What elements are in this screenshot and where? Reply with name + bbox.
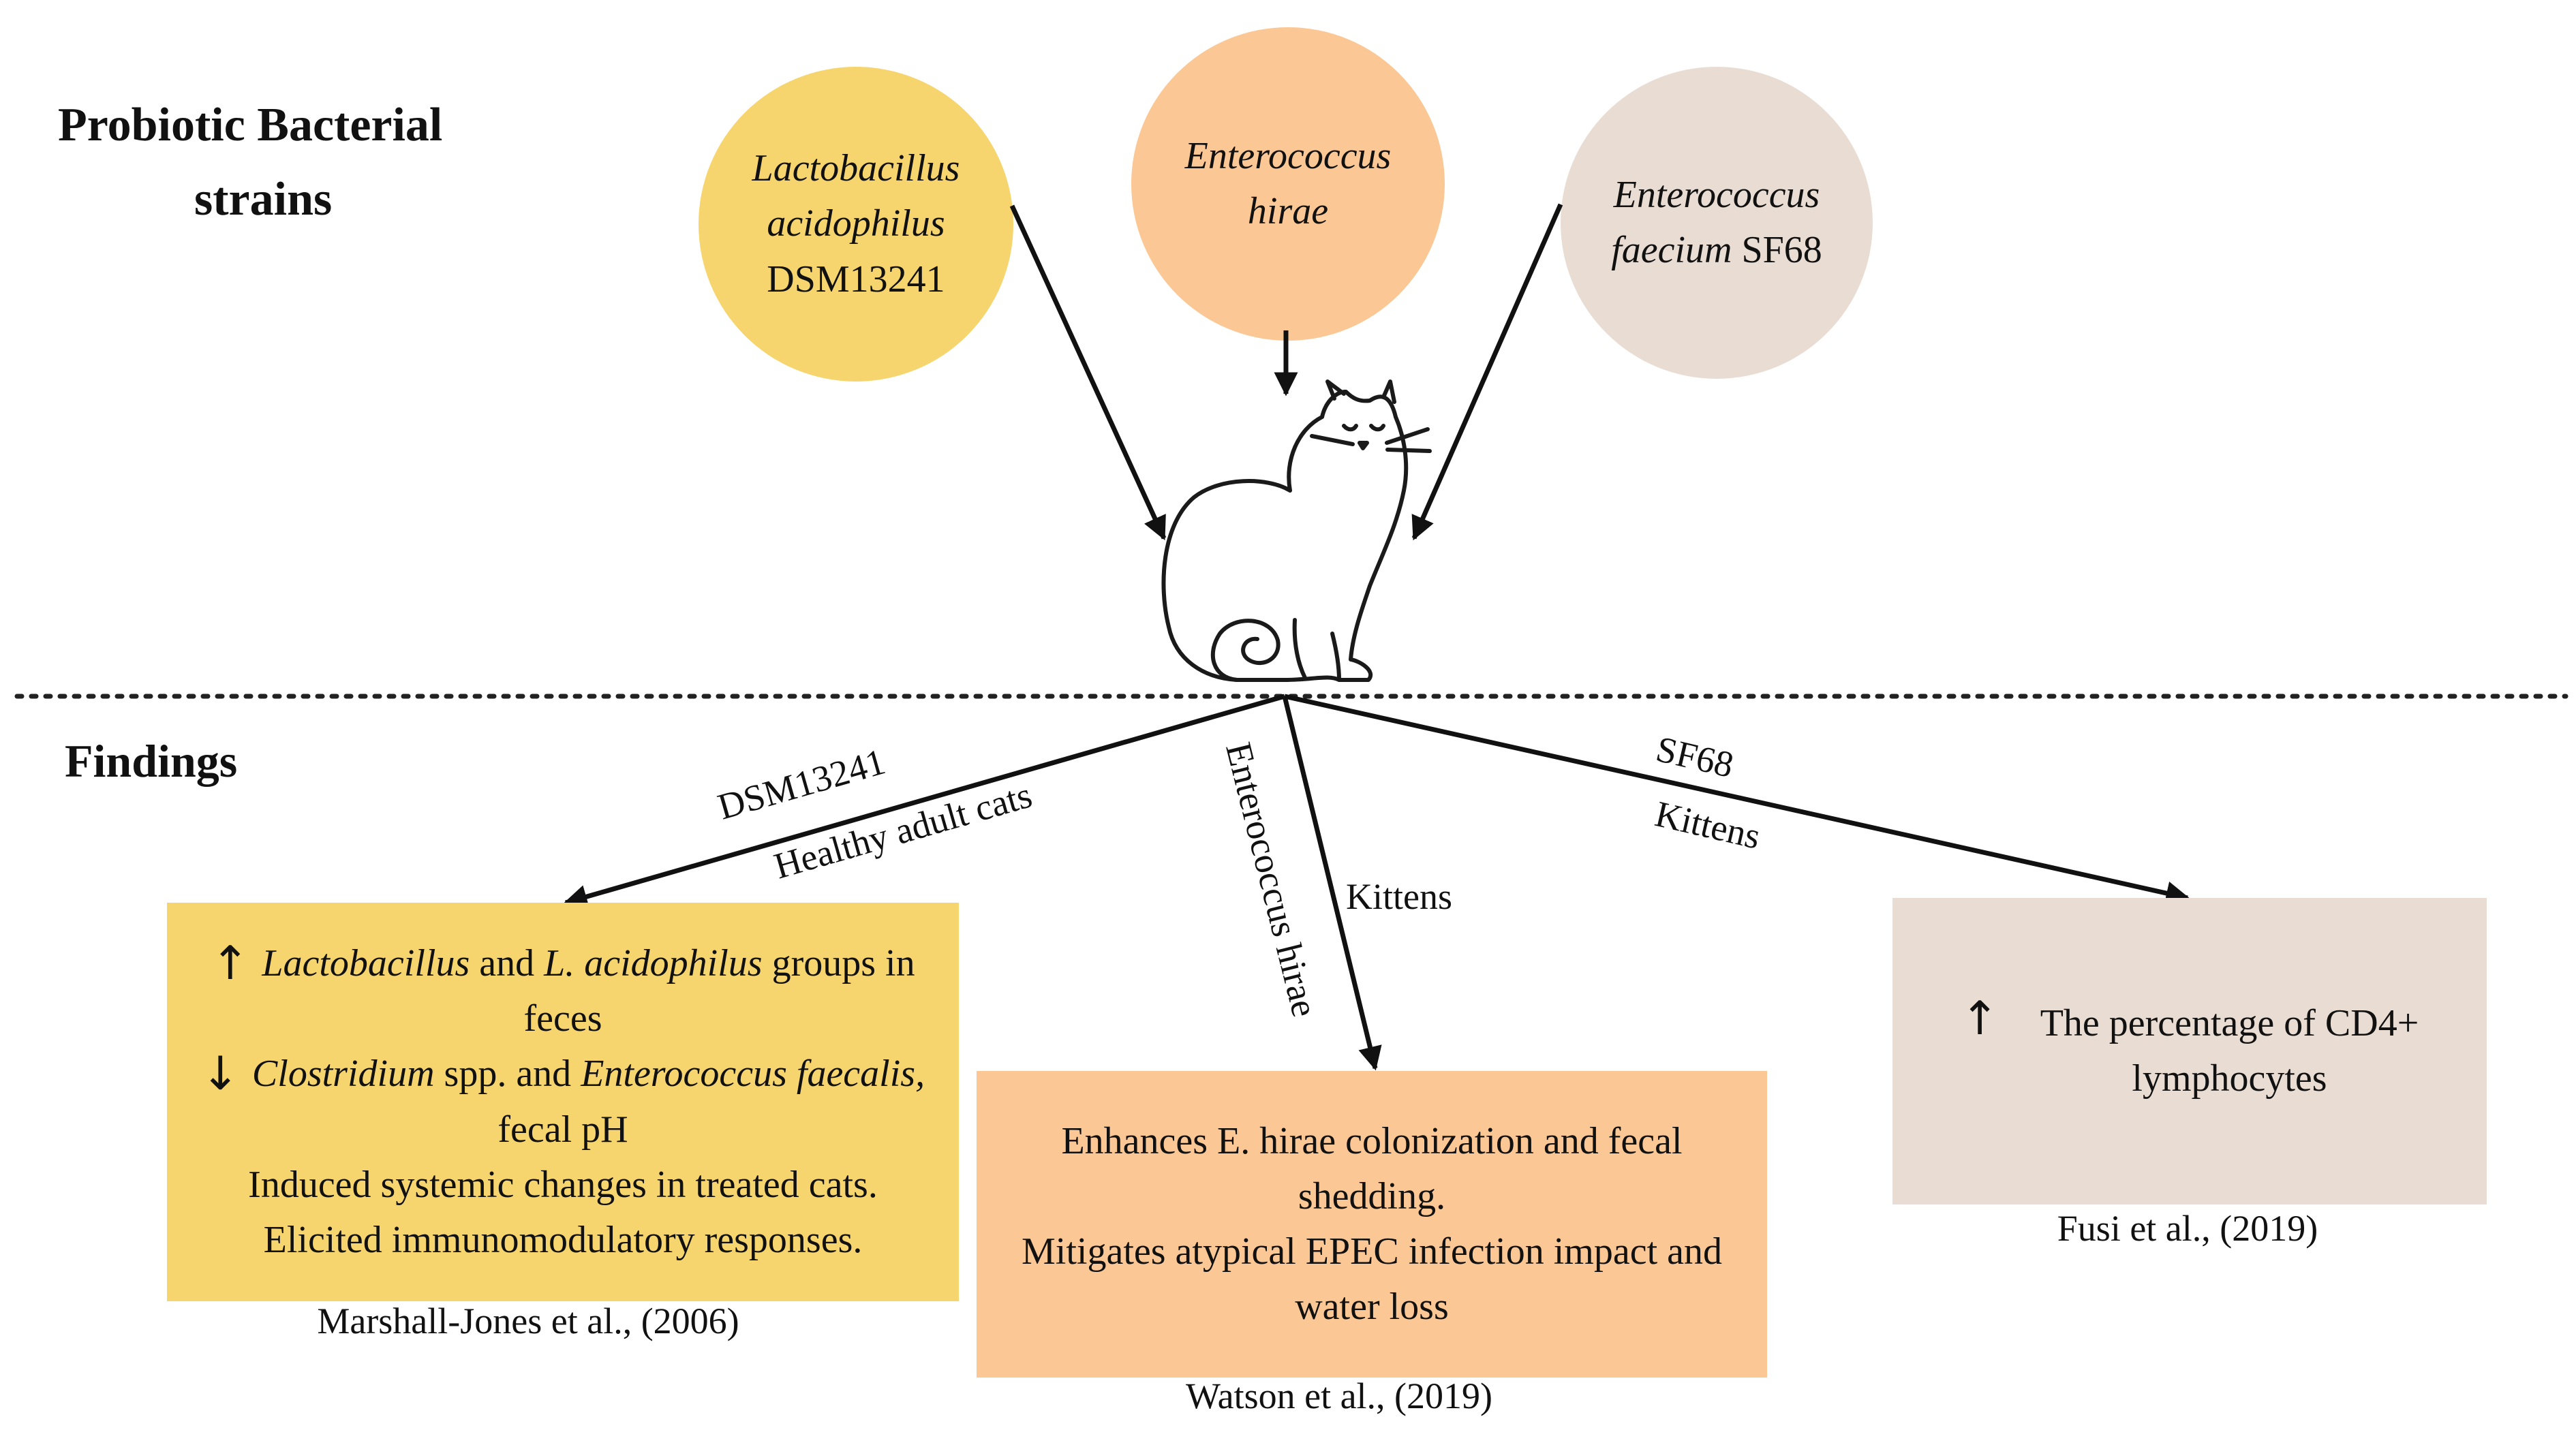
- arrow-lactobacillus-to-cat: [1009, 204, 1167, 541]
- finding-box-left: ↑ Lactobacillus and L. acidophilus group…: [167, 903, 959, 1301]
- strains-heading-line2: strains: [194, 172, 333, 226]
- finding-text: The percentage of CD4+: [2040, 1001, 2419, 1044]
- decrease-arrow-icon: ↓: [200, 1046, 240, 1101]
- finding-text: lymphocytes: [2132, 1057, 2327, 1100]
- finding-text: and: [470, 942, 545, 984]
- increase-arrow-icon: ↑: [211, 936, 250, 991]
- strain-circle-enterococcus-faecium: Enterococcus faecium SF68: [1561, 67, 1873, 379]
- finding-box-right: ↑ The percentage of CD4+ lymphocytes: [1892, 898, 2487, 1204]
- strain-species-code: faecium SF68: [1611, 223, 1822, 278]
- findings-heading: Findings: [65, 735, 238, 787]
- branch-label-kittens-middle: Kittens: [1346, 876, 1452, 917]
- finding-text: Mitigates atypical EPEC infection impact…: [1022, 1230, 1722, 1273]
- finding-text: Clostridium: [251, 1053, 435, 1095]
- strain-code: DSM13241: [767, 258, 945, 300]
- finding-text: L. acidophilus: [544, 942, 763, 984]
- citation-middle: Watson et al., (2019): [1185, 1375, 1493, 1416]
- arrow-faecium-to-cat: [1411, 203, 1563, 541]
- strain-circle-enterococcus-hirae: Enterococcus hirae: [1131, 27, 1445, 341]
- strain-genus: Enterococcus: [1613, 173, 1820, 216]
- finding-text: Enterococcus faecalis,: [581, 1053, 925, 1095]
- increase-arrow-icon: ↑: [1960, 991, 1999, 1046]
- finding-text: Elicited immunomodulatory responses.: [263, 1218, 863, 1261]
- strain-species: hirae: [1247, 190, 1329, 232]
- finding-text: water loss: [1295, 1286, 1449, 1328]
- finding-text: Induced systemic changes in treated cats…: [248, 1163, 878, 1206]
- finding-line-increase: ↑ Lactobacillus and L. acidophilus group…: [211, 936, 915, 991]
- finding-text: fecal pH: [497, 1108, 628, 1151]
- strains-heading: Probiotic Bacterial strains: [58, 89, 442, 236]
- finding-text: shedding.: [1298, 1175, 1446, 1217]
- strain-code: SF68: [1741, 229, 1822, 271]
- finding-line-increase: ↑ The percentage of CD4+ lymphocytes: [1960, 991, 2419, 1106]
- cat-illustration: [1161, 379, 1432, 682]
- strain-circle-lactobacillus: Lactobacillus acidophilus DSM13241: [699, 67, 1013, 382]
- finding-line-decrease: ↓ Clostridium spp. and Enterococcus faec…: [201, 1046, 925, 1102]
- strain-genus: Lactobacillus: [752, 147, 960, 190]
- finding-text: feces: [523, 997, 602, 1040]
- strain-species: acidophilus: [767, 202, 945, 245]
- arrow-cat-to-middle-finding: [1282, 696, 1382, 1071]
- strain-species: faecium: [1611, 229, 1732, 271]
- citation-left: Marshall-Jones et al., (2006): [317, 1301, 739, 1341]
- citation-right: Fusi et al., (2019): [2057, 1208, 2318, 1249]
- strains-heading-line1: Probiotic Bacterial: [58, 99, 443, 151]
- finding-text: spp. and: [434, 1053, 581, 1095]
- finding-text: Enhances E. hirae colonization and fecal: [1061, 1119, 1683, 1162]
- arrow-cat-to-left-finding: [563, 694, 1285, 909]
- finding-text: Lactobacillus: [262, 942, 470, 984]
- arrow-cat-to-right-finding: [1284, 694, 2190, 905]
- finding-text: groups in: [762, 942, 915, 984]
- finding-box-middle: Enhances E. hirae colonization and fecal…: [977, 1071, 1767, 1378]
- strain-genus: Enterococcus: [1184, 134, 1392, 177]
